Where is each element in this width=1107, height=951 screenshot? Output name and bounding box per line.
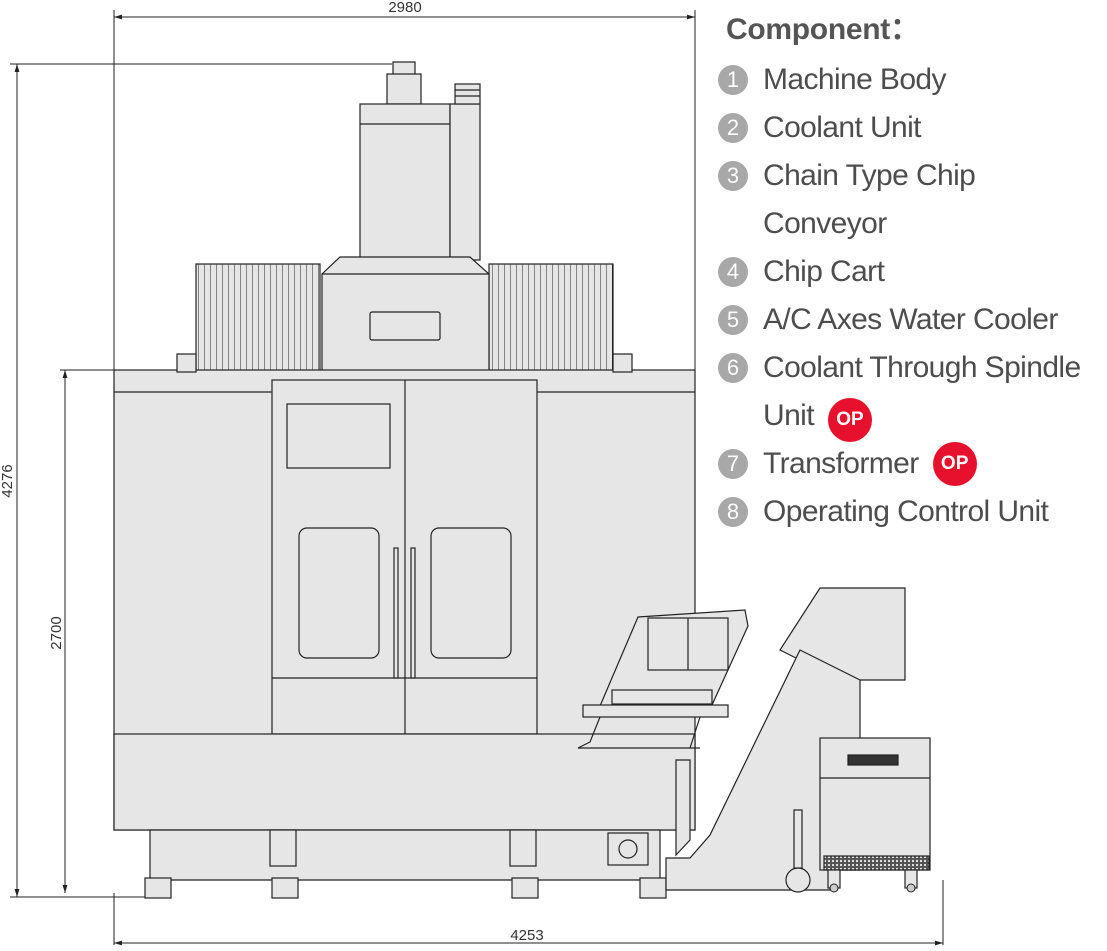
legend-item-continuation-text: Conveyor	[763, 207, 887, 240]
dim-height-body: 2700	[48, 616, 65, 649]
number-badge-icon: 2	[718, 113, 748, 143]
chip-cart	[819, 737, 931, 889]
number-badge-icon: 7	[718, 449, 748, 479]
legend-item-1: 1 Machine Body	[718, 56, 1107, 104]
legend-item-label: Chain Type Chip	[763, 159, 976, 192]
legend-item-label: Coolant Unit	[763, 111, 921, 144]
legend-item-7: 7 Transformer OP	[718, 440, 1107, 488]
number-badge-icon: 3	[718, 161, 748, 191]
number-badge-icon: 8	[718, 497, 748, 527]
legend-item-8: 8 Operating Control Unit	[718, 488, 1107, 536]
option-badge: OP	[827, 398, 872, 442]
number-badge-icon: 1	[718, 65, 748, 95]
legend-item-5: 5 A/C Axes Water Cooler	[718, 296, 1107, 344]
legend-item-label: Chip Cart	[763, 255, 885, 288]
dimension-lines	[10, 10, 944, 946]
legend-item-2: 2 Coolant Unit	[718, 104, 1107, 152]
legend-item-continuation: Conveyor	[718, 200, 1107, 248]
number-badge-icon: 4	[718, 257, 748, 287]
dim-width-top: 2980	[388, 0, 421, 16]
option-badge: OP	[932, 442, 977, 486]
legend-item-label: A/C Axes Water Cooler	[763, 303, 1058, 336]
leveling-feet	[144, 829, 667, 899]
legend-title: Component：	[726, 13, 920, 46]
legend-item-3: 3 Chain Type Chip	[718, 152, 1107, 200]
operating-control-unit	[577, 609, 749, 749]
legend-item-4: 4 Chip Cart	[718, 248, 1107, 296]
legend-item-label: Coolant Through Spindle	[763, 351, 1081, 384]
legend-item-continuation-text: Unit	[763, 399, 815, 432]
chip-cart-wheels	[829, 883, 916, 893]
chip-conveyor	[665, 587, 906, 893]
dim-height-total: 4276	[0, 464, 16, 497]
dim-width-bottom: 4253	[510, 927, 543, 944]
legend-item-6: 6 Coolant Through Spindle	[718, 344, 1107, 392]
number-badge-icon: 5	[718, 305, 748, 335]
legend-item-continuation: Unit OP	[718, 392, 1107, 442]
legend-item-label: Machine Body	[763, 63, 947, 96]
machine-body	[113, 61, 696, 881]
legend-item-label: Operating Control Unit	[763, 495, 1049, 528]
legend-item-label: Transformer	[763, 447, 919, 480]
number-badge-icon: 6	[718, 353, 748, 383]
legend-items: 1 Machine Body 2 Coolant Unit 3 Chain Type Ch…	[718, 56, 1107, 536]
